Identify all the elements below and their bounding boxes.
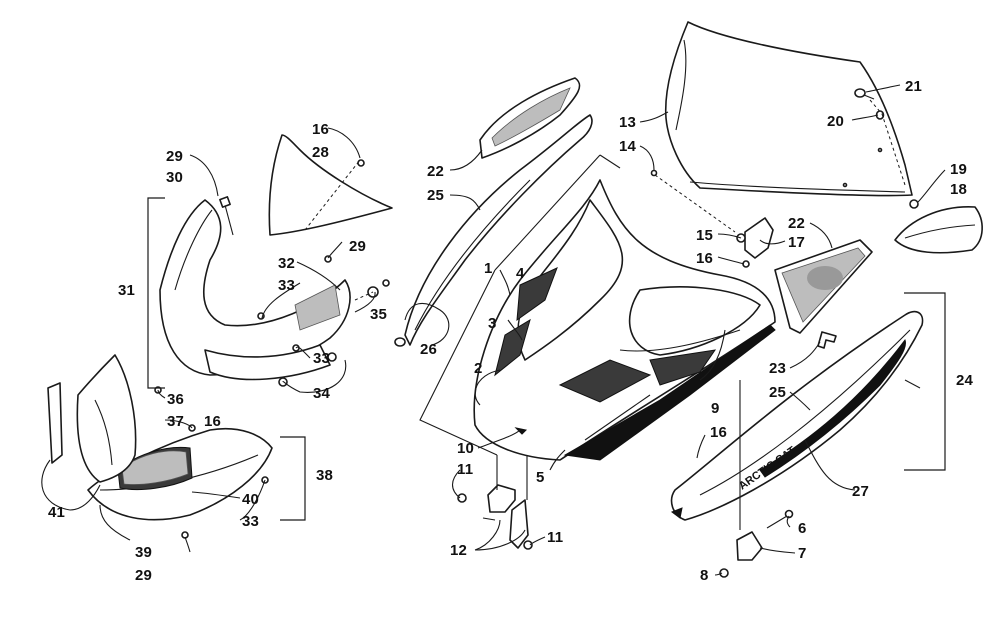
mirror-bracket xyxy=(736,217,774,268)
callout-39: 39 xyxy=(135,544,152,561)
callout-10: 10 xyxy=(457,440,474,457)
screw-21 xyxy=(854,88,875,100)
callout-13: 13 xyxy=(619,114,636,131)
callout-7: 7 xyxy=(798,545,807,562)
callout-12: 12 xyxy=(450,542,467,559)
side-trim-25-26 xyxy=(394,114,593,347)
callout-32: 32 xyxy=(278,255,295,272)
callout-26: 26 xyxy=(420,341,437,358)
callout-37: 37 xyxy=(167,413,184,430)
right-side-vent xyxy=(774,239,873,334)
callout-33c: 33 xyxy=(242,513,259,530)
callout-34: 34 xyxy=(313,385,331,402)
callout-41: 41 xyxy=(48,504,65,521)
left-screws xyxy=(219,159,390,320)
callout-36: 36 xyxy=(167,391,184,408)
mirror-housing xyxy=(894,199,983,254)
callout-21: 21 xyxy=(905,78,922,95)
callout-29b: 29 xyxy=(349,238,366,255)
callout-17: 17 xyxy=(788,234,805,251)
callout-2: 2 xyxy=(474,360,483,377)
callout-22b: 22 xyxy=(788,215,805,232)
callout-38: 38 xyxy=(316,467,333,484)
callout-33b: 33 xyxy=(313,350,330,367)
callout-27: 27 xyxy=(852,483,869,500)
leader-lines xyxy=(41,84,946,576)
clip-23 xyxy=(817,331,837,349)
callout-22a: 22 xyxy=(427,163,444,180)
callout-40: 40 xyxy=(242,491,259,508)
callout-23: 23 xyxy=(769,360,786,377)
callout-15: 15 xyxy=(696,227,713,244)
belly-pan-38 xyxy=(87,427,273,521)
callout-16c: 16 xyxy=(204,413,221,430)
top-left-vent-22 xyxy=(479,77,581,159)
callout-5: 5 xyxy=(536,469,545,486)
hood xyxy=(473,179,776,461)
callout-19: 19 xyxy=(950,161,967,178)
callout-31: 31 xyxy=(118,282,135,299)
callout-25a: 25 xyxy=(427,187,444,204)
callout-3: 3 xyxy=(488,315,497,332)
callout-28: 28 xyxy=(312,144,329,161)
callout-8: 8 xyxy=(700,567,709,584)
callout-9: 9 xyxy=(711,400,720,417)
callout-16d: 16 xyxy=(710,424,727,441)
left-lower-cowl-31 xyxy=(159,199,351,387)
callout-25b: 25 xyxy=(769,384,786,401)
callout-18: 18 xyxy=(950,181,967,198)
inner-panel-41 xyxy=(47,354,269,539)
callout-33a: 33 xyxy=(278,277,295,294)
callout-16a: 16 xyxy=(696,250,713,267)
callout-35: 35 xyxy=(370,306,387,323)
callout-29a: 29 xyxy=(166,148,183,165)
callout-20: 20 xyxy=(827,113,844,130)
callout-24: 24 xyxy=(956,372,974,389)
callout-11b: 11 xyxy=(547,529,563,546)
callout-30: 30 xyxy=(166,169,183,186)
callout-6: 6 xyxy=(798,520,807,537)
hinge-bracket-7 xyxy=(719,509,794,578)
hood-brackets xyxy=(457,484,533,550)
callout-29c: 29 xyxy=(135,567,152,584)
callout-11a: 11 xyxy=(457,461,473,478)
callout-4: 4 xyxy=(516,265,525,282)
callout-14: 14 xyxy=(619,138,637,155)
right-side-panel: ARCTIC CAT xyxy=(670,310,924,521)
clip-14 xyxy=(650,169,658,177)
callout-1: 1 xyxy=(484,260,493,277)
left-upper-cowl-28 xyxy=(268,134,393,236)
callout-16b: 16 xyxy=(312,121,329,138)
callout-labels: 1 2 3 4 5 6 7 8 9 10 11 11 12 13 14 15 1… xyxy=(48,78,974,584)
windshield xyxy=(664,21,913,197)
